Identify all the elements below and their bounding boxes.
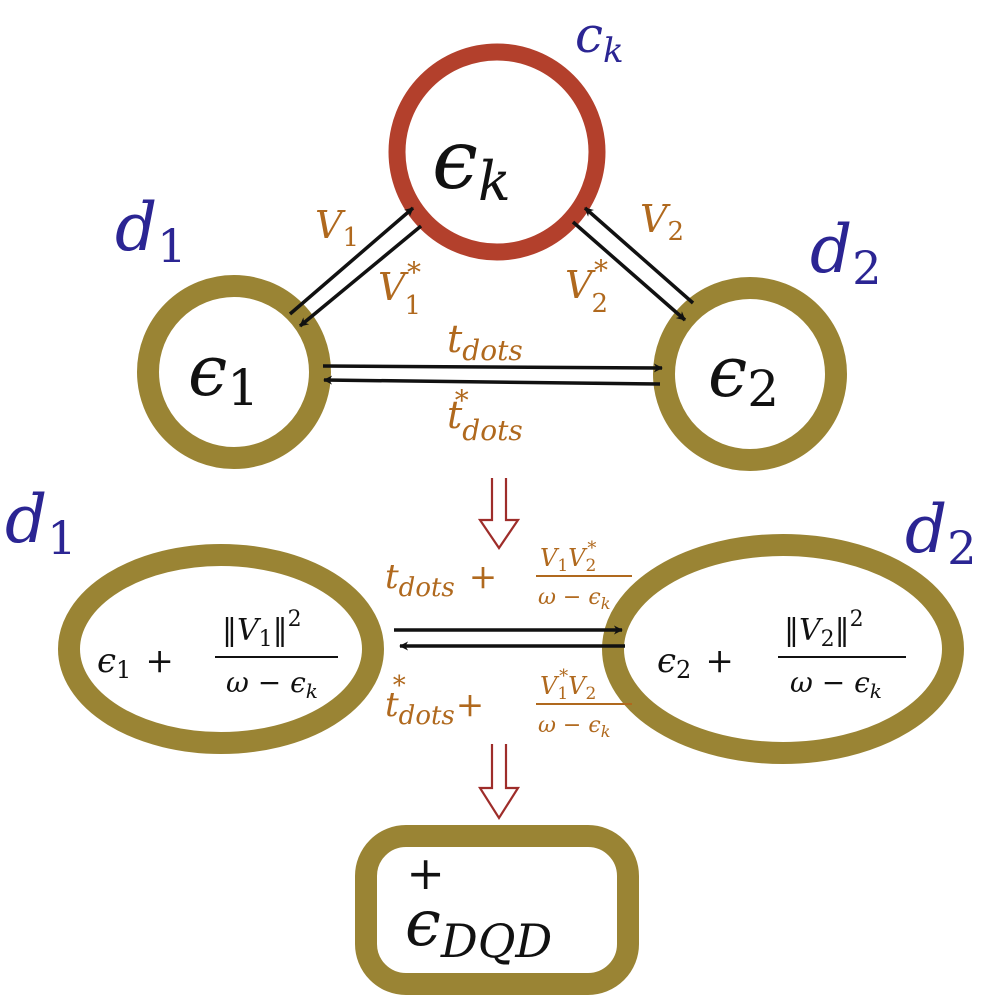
- v2-star-label: V2*: [565, 254, 608, 319]
- mid-dot1-node: [58, 544, 384, 754]
- bath-energy: ϵk: [432, 113, 511, 213]
- dot1-energy: ϵ1: [188, 330, 259, 417]
- bath-node: [388, 43, 606, 261]
- mid-dot2-label: d2: [905, 491, 977, 575]
- svg-text:ω − ϵk: ω − ϵk: [226, 666, 318, 703]
- arrow-dot2-to-dot1: [323, 375, 661, 386]
- mid-dot2-energy: ϵ2+ ‖V2‖2 ω − ϵk: [657, 607, 906, 703]
- dot2-node: [653, 277, 847, 471]
- svg-text:V1*V2: V1*V2: [540, 666, 596, 704]
- arrow-dot1-to-dot2: [322, 363, 663, 373]
- svg-text:‖V1‖2: ‖V1‖2: [222, 607, 302, 652]
- mid-dot1-label: d1: [5, 481, 77, 565]
- svg-text:tdots*+: tdots*+: [385, 671, 484, 731]
- svg-text:ϵ1+: ϵ1+: [97, 641, 174, 684]
- mid-dot1-energy: ϵ1+ ‖V1‖2 ω − ϵk: [97, 607, 338, 703]
- svg-text:ϵ2+: ϵ2+: [657, 641, 734, 684]
- v1-label: V1: [315, 203, 359, 253]
- svg-text:‖V2‖2: ‖V2‖2: [784, 607, 864, 652]
- mid-hopping-backward-label: tdots*+ V1*V2 ω − ϵk: [385, 666, 632, 741]
- arrow-dot1-to-bath: [288, 206, 415, 316]
- mid-dot2-node: [602, 534, 964, 764]
- dot1-node: [137, 275, 331, 469]
- dot2-label: d2: [810, 211, 882, 295]
- dot2-energy: ϵ2: [708, 331, 779, 418]
- implies-arrow-2: [478, 744, 520, 821]
- svg-text:tdots+: tdots+: [385, 557, 497, 603]
- mid-hopping-forward-label: tdots+ V1V2* ω − ϵk: [385, 538, 632, 613]
- dot1-label: d1: [115, 189, 187, 273]
- implies-arrow-1: [477, 478, 521, 550]
- t-dots-label: tdots: [447, 317, 523, 367]
- arrow-dot2-to-bath: [583, 206, 695, 305]
- svg-text:ω − ϵk: ω − ϵk: [538, 585, 610, 613]
- bath-label: ck: [575, 6, 624, 71]
- svg-text:ω − ϵk: ω − ϵk: [538, 713, 610, 741]
- svg-text:V1V2*: V1V2*: [540, 538, 596, 576]
- dqd-energy: ϵDQD+: [405, 846, 552, 968]
- t-dots-star-label: tdots*: [447, 384, 523, 447]
- svg-text:ω − ϵk: ω − ϵk: [790, 666, 882, 703]
- arrow-bath-to-dot1: [298, 224, 423, 328]
- dqd-box: [355, 825, 639, 995]
- arrow-bath-to-dot2: [571, 220, 687, 322]
- v1-star-label: V1*: [378, 256, 421, 321]
- v2-label: V2: [640, 197, 684, 247]
